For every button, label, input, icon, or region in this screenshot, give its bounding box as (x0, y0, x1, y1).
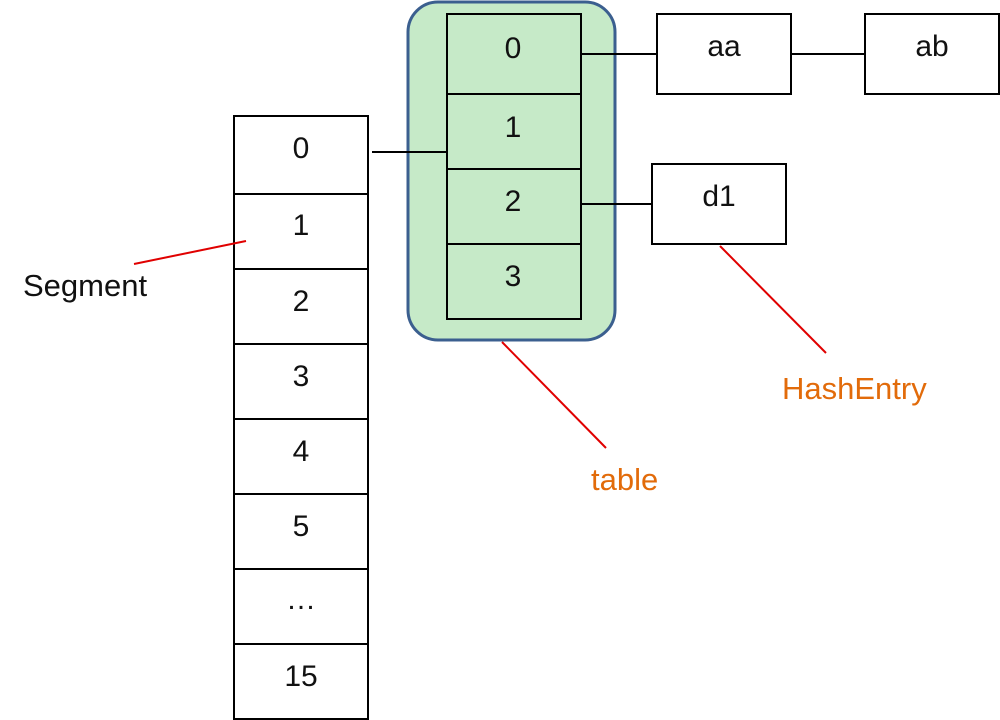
hashentry-annotation-line (719, 245, 827, 354)
segment-cell-6 (233, 568, 369, 645)
segment-annotation-line (133, 240, 247, 265)
table-cell-3 (446, 243, 582, 320)
table-label: table (591, 462, 658, 497)
hash-entries: aa ab d1 (651, 13, 1000, 245)
segment-index-3: 3 (293, 360, 310, 393)
segment-index-4: 4 (293, 435, 310, 468)
table-annotation-line (501, 341, 607, 449)
table-cell-0 (446, 13, 582, 95)
table-index-2: 2 (505, 185, 522, 218)
entry-d1-box (651, 163, 787, 245)
table-index-3: 3 (505, 260, 522, 293)
segment-index-5: 5 (293, 510, 310, 543)
segment-index-ellipsis: … (286, 583, 316, 616)
segment-label: Segment (23, 268, 147, 303)
table-index-1: 1 (505, 111, 522, 144)
table-array: 0 1 2 3 (446, 13, 582, 320)
segment-cell-1 (233, 193, 369, 270)
annotation-lines (133, 240, 827, 449)
entry-aa-text: aa (707, 30, 741, 63)
entry-ab-box (864, 13, 1000, 95)
entry-d1-text: d1 (702, 180, 735, 213)
table-index-0: 0 (505, 32, 522, 65)
entry-ab-text: ab (915, 30, 948, 63)
segment-index-2: 2 (293, 285, 310, 318)
segment-cell-7 (233, 643, 369, 720)
segment-array: 0 1 2 3 4 5 … 15 (233, 115, 369, 720)
segment-index-0: 0 (293, 132, 310, 165)
segment-cell-2 (233, 268, 369, 345)
hashentry-label: HashEntry (782, 371, 927, 406)
table-cell-1 (446, 93, 582, 170)
segment-index-1: 1 (293, 209, 310, 242)
connectors (372, 53, 865, 205)
segment-cell-0 (233, 115, 369, 195)
segment-index-15: 15 (284, 660, 317, 693)
